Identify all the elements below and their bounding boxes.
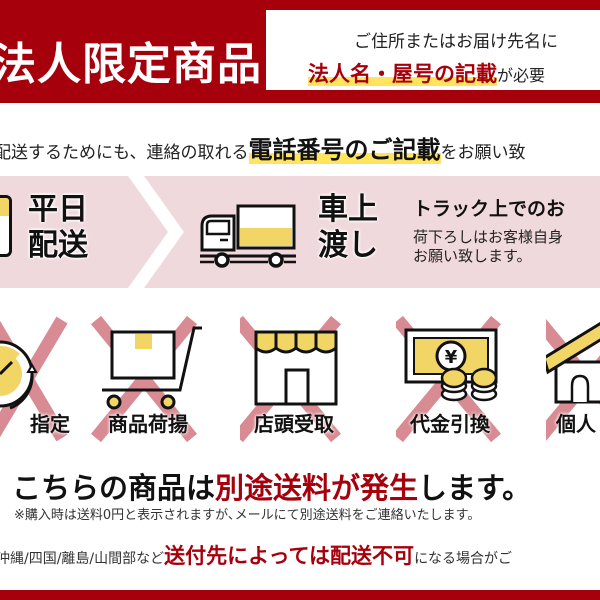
area-notice-suffix: になる場合がご	[414, 551, 513, 567]
weekday-label-line1: 平日	[28, 192, 88, 227]
yen-cash-icon: ¥	[396, 315, 502, 443]
area-notice-highlight: 送付先によっては配送不可	[164, 544, 415, 568]
service-individual: 個人	[546, 310, 600, 450]
chevron-arrow-icon	[128, 176, 184, 288]
service-label: 商品荷揚	[108, 412, 188, 436]
house-icon	[546, 319, 600, 441]
header-banner: 法人限定商品 ご住所またはお届け先名に 法人名・屋号の記載が必要	[0, 0, 600, 103]
shipping-fee-prefix: こちらの商品は	[12, 471, 216, 505]
phone-notice-highlight: 電話番号のご記載	[248, 136, 441, 164]
onboard-desc-line2: お願い致します。	[413, 247, 532, 265]
storefront-icon	[240, 315, 342, 443]
onboard-title: トラック上でのお	[413, 198, 566, 220]
clock-icon	[0, 316, 68, 442]
onboard-description: 荷下ろしはお客様自身 お願い致します。	[413, 228, 563, 266]
area-notice: 沖縄/四国/離島/山間部など送付先によっては配送不可になる場合がご	[0, 540, 512, 570]
weekday-label-line2: 配送	[28, 228, 88, 263]
footer-bar	[0, 590, 600, 600]
corporate-name-requirement: 法人名・屋号の記載	[308, 62, 497, 86]
onboard-desc-line1: 荷下ろしはお客様自身	[413, 228, 564, 246]
header-note-line2: 法人名・屋号の記載が必要	[308, 58, 545, 88]
service-label: 代金引換	[410, 412, 490, 436]
service-label: 指定	[30, 412, 70, 436]
truck-icon	[200, 204, 296, 268]
phone-notice-prefix: 配送するためにも、連絡の取れる	[0, 143, 249, 163]
onboard-label-line1: 車上	[318, 192, 378, 227]
header-note-suffix: が必要	[497, 66, 546, 85]
area-notice-prefix: 沖縄/四国/離島/山間部など	[0, 551, 165, 567]
shipping-fee-suffix: します。	[418, 471, 532, 505]
service-time-designation: 指定	[0, 310, 90, 450]
cart-icon	[90, 315, 202, 443]
service-store-pickup: 店頭受取	[240, 310, 360, 450]
onboard-delivery-label: 車上 渡し	[318, 192, 378, 264]
service-cash-on-delivery: ¥ 代金引換	[396, 310, 516, 450]
svg-text:¥: ¥	[445, 347, 458, 368]
delivery-band	[0, 176, 600, 288]
phone-notice: 配送するためにも、連絡の取れる電話番号のご記載をお願い致	[0, 130, 526, 165]
header-note-line1: ご住所またはお届け先名に	[354, 32, 558, 52]
weekday-delivery-label: 平日 配送	[28, 192, 88, 264]
service-label: 個人	[556, 412, 596, 436]
phone-notice-suffix: をお願い致	[440, 143, 526, 163]
shipping-fee-footnote: ※購入時は送料0円と表示されますが､メールにて別途送料をご連絡いたします。	[14, 508, 481, 523]
header-note-box: ご住所またはお届け先名に 法人名・屋号の記載が必要	[266, 10, 600, 90]
onboard-label-line2: 渡し	[318, 228, 378, 263]
shipping-fee-notice: こちらの商品は別途送料が発生します。	[12, 465, 531, 507]
service-label: 店頭受取	[254, 412, 334, 436]
service-carry-up: 商品荷揚	[88, 310, 208, 450]
page-title: 法人限定商品	[0, 39, 262, 90]
calendar-icon	[0, 195, 12, 257]
shipping-fee-highlight: 別途送料が発生	[215, 471, 419, 505]
